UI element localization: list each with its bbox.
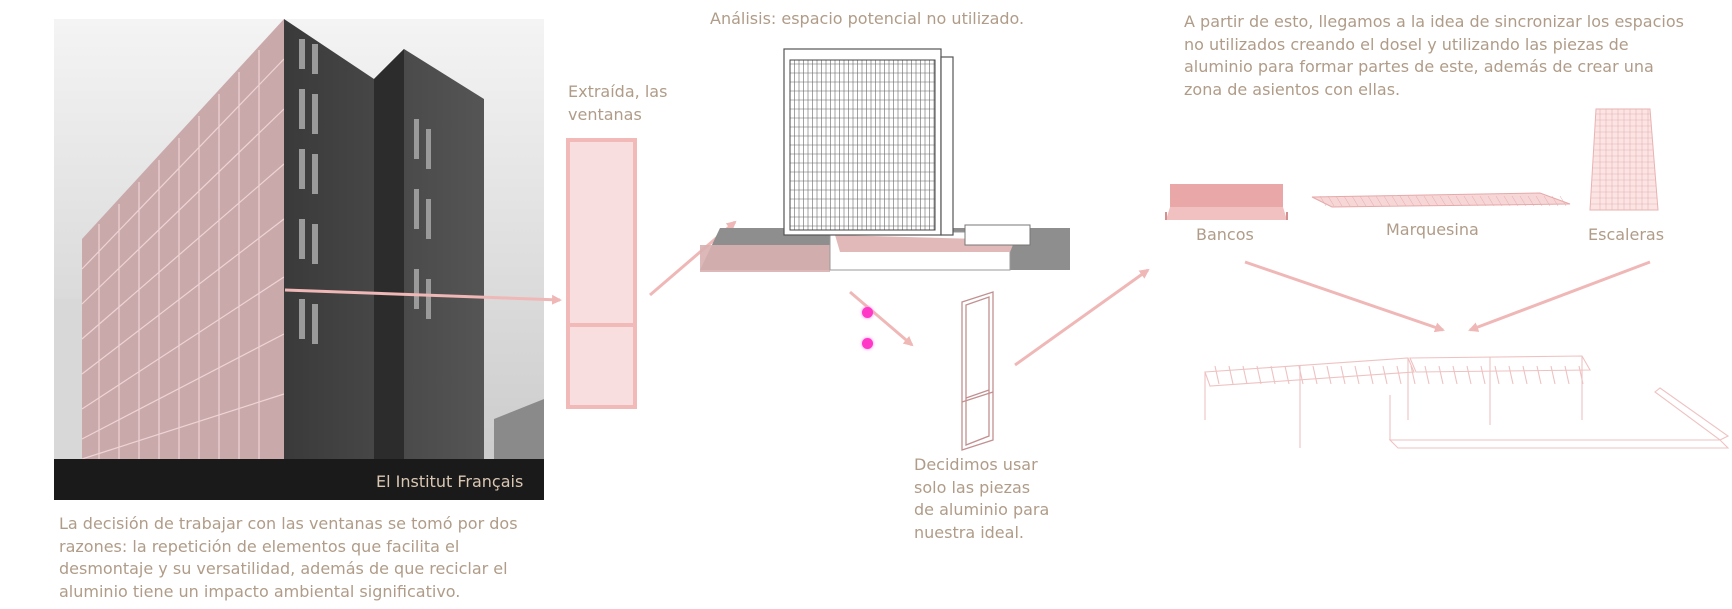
analysis-model xyxy=(700,48,1070,272)
arrow-stairs-to-final xyxy=(1468,260,1651,332)
aluminium-text: Decidimos usar solo las piezas de alumin… xyxy=(914,455,1050,542)
bench-model xyxy=(1165,184,1288,220)
arrow-analysis-to-frame xyxy=(849,290,914,347)
marker-pin-2 xyxy=(862,338,873,349)
extracted-window xyxy=(566,138,637,409)
analysis-label: Análisis: espacio potencial no utilizado… xyxy=(710,9,1025,28)
canopy-label: Marquesina xyxy=(1386,220,1479,239)
marker-pin-1 xyxy=(862,307,873,318)
aluminium-frame xyxy=(961,291,994,451)
idea-text: A partir de esto, llegamos a la idea de … xyxy=(1184,12,1684,99)
final-structure xyxy=(1204,355,1730,449)
arrow-window-to-analysis xyxy=(649,220,737,297)
bench-label: Bancos xyxy=(1196,225,1254,244)
decision-text: La decisión de trabajar con las ventanas… xyxy=(59,514,518,601)
extracted-windows-label: Extraída, las ventanas xyxy=(568,82,668,124)
arrow-frame-to-components xyxy=(1014,268,1150,367)
stairs-model xyxy=(1589,108,1659,211)
building-photo xyxy=(54,19,544,500)
stairs-label: Escaleras xyxy=(1588,225,1665,244)
photo-caption: El Institut Français xyxy=(376,472,524,491)
canopy-model xyxy=(1311,192,1571,208)
arrow-bench-to-final xyxy=(1244,260,1445,333)
